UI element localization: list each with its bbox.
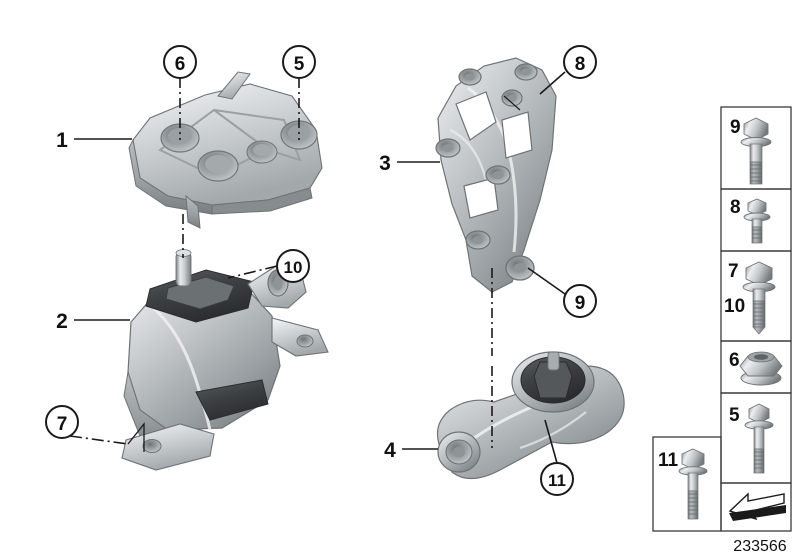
part-2-engine-mount-left — [121, 249, 329, 471]
fastener-panel — [652, 106, 792, 532]
callout-bubbles — [45, 45, 597, 496]
fastener-label-5: 5 — [729, 405, 740, 426]
drawing-number: 233566 — [733, 538, 786, 555]
callout-label-5: 5 — [294, 54, 305, 75]
callout-label-9: 9 — [575, 293, 586, 314]
fastener-glyphs — [678, 117, 786, 521]
callout-label-11: 11 — [548, 471, 566, 490]
leader-9 — [527, 267, 566, 295]
callout-label-10: 10 — [284, 258, 303, 277]
fastener-label-11: 11 — [658, 450, 679, 471]
leader-lines — [69, 71, 566, 464]
leader-7 — [69, 435, 129, 445]
part-3-gearbox-support-bracket — [435, 57, 557, 293]
leader-7-hook — [127, 422, 145, 452]
callout-label-7: 7 — [57, 414, 68, 435]
fastener-label-9: 9 — [730, 117, 741, 138]
hex-flange-bolt-long3-11 — [678, 448, 708, 520]
part-4-torque-strut-mount — [436, 351, 625, 480]
direction-arrow-icon — [728, 492, 786, 521]
hex-flange-nut-6 — [739, 351, 783, 386]
leader-8-detail — [503, 95, 521, 111]
leader-8 — [539, 71, 566, 95]
callout-label-8: 8 — [575, 54, 586, 75]
leader-11 — [544, 419, 558, 464]
part-1-engine-support-bracket — [128, 71, 323, 229]
callout-label-3: 3 — [379, 152, 391, 175]
hex-flange-bolt-long-9 — [740, 117, 772, 185]
fastener-label-10: 10 — [724, 296, 745, 317]
hex-flange-bolt-short-8 — [743, 198, 771, 244]
fastener-label-8: 8 — [730, 197, 741, 218]
fastener-cell-11 — [652, 436, 722, 532]
callout-label-2: 2 — [56, 310, 68, 333]
fastener-label-7: 7 — [728, 261, 739, 282]
callout-label-4: 4 — [384, 439, 396, 462]
hex-flange-bolt-long2-5 — [744, 403, 774, 474]
callout-label-6: 6 — [175, 54, 186, 75]
callout-label-1: 1 — [56, 129, 68, 152]
leader-10 — [227, 265, 278, 279]
fastener-label-6: 6 — [729, 350, 740, 371]
hex-flange-bolt-medium-7-10 — [742, 261, 776, 335]
